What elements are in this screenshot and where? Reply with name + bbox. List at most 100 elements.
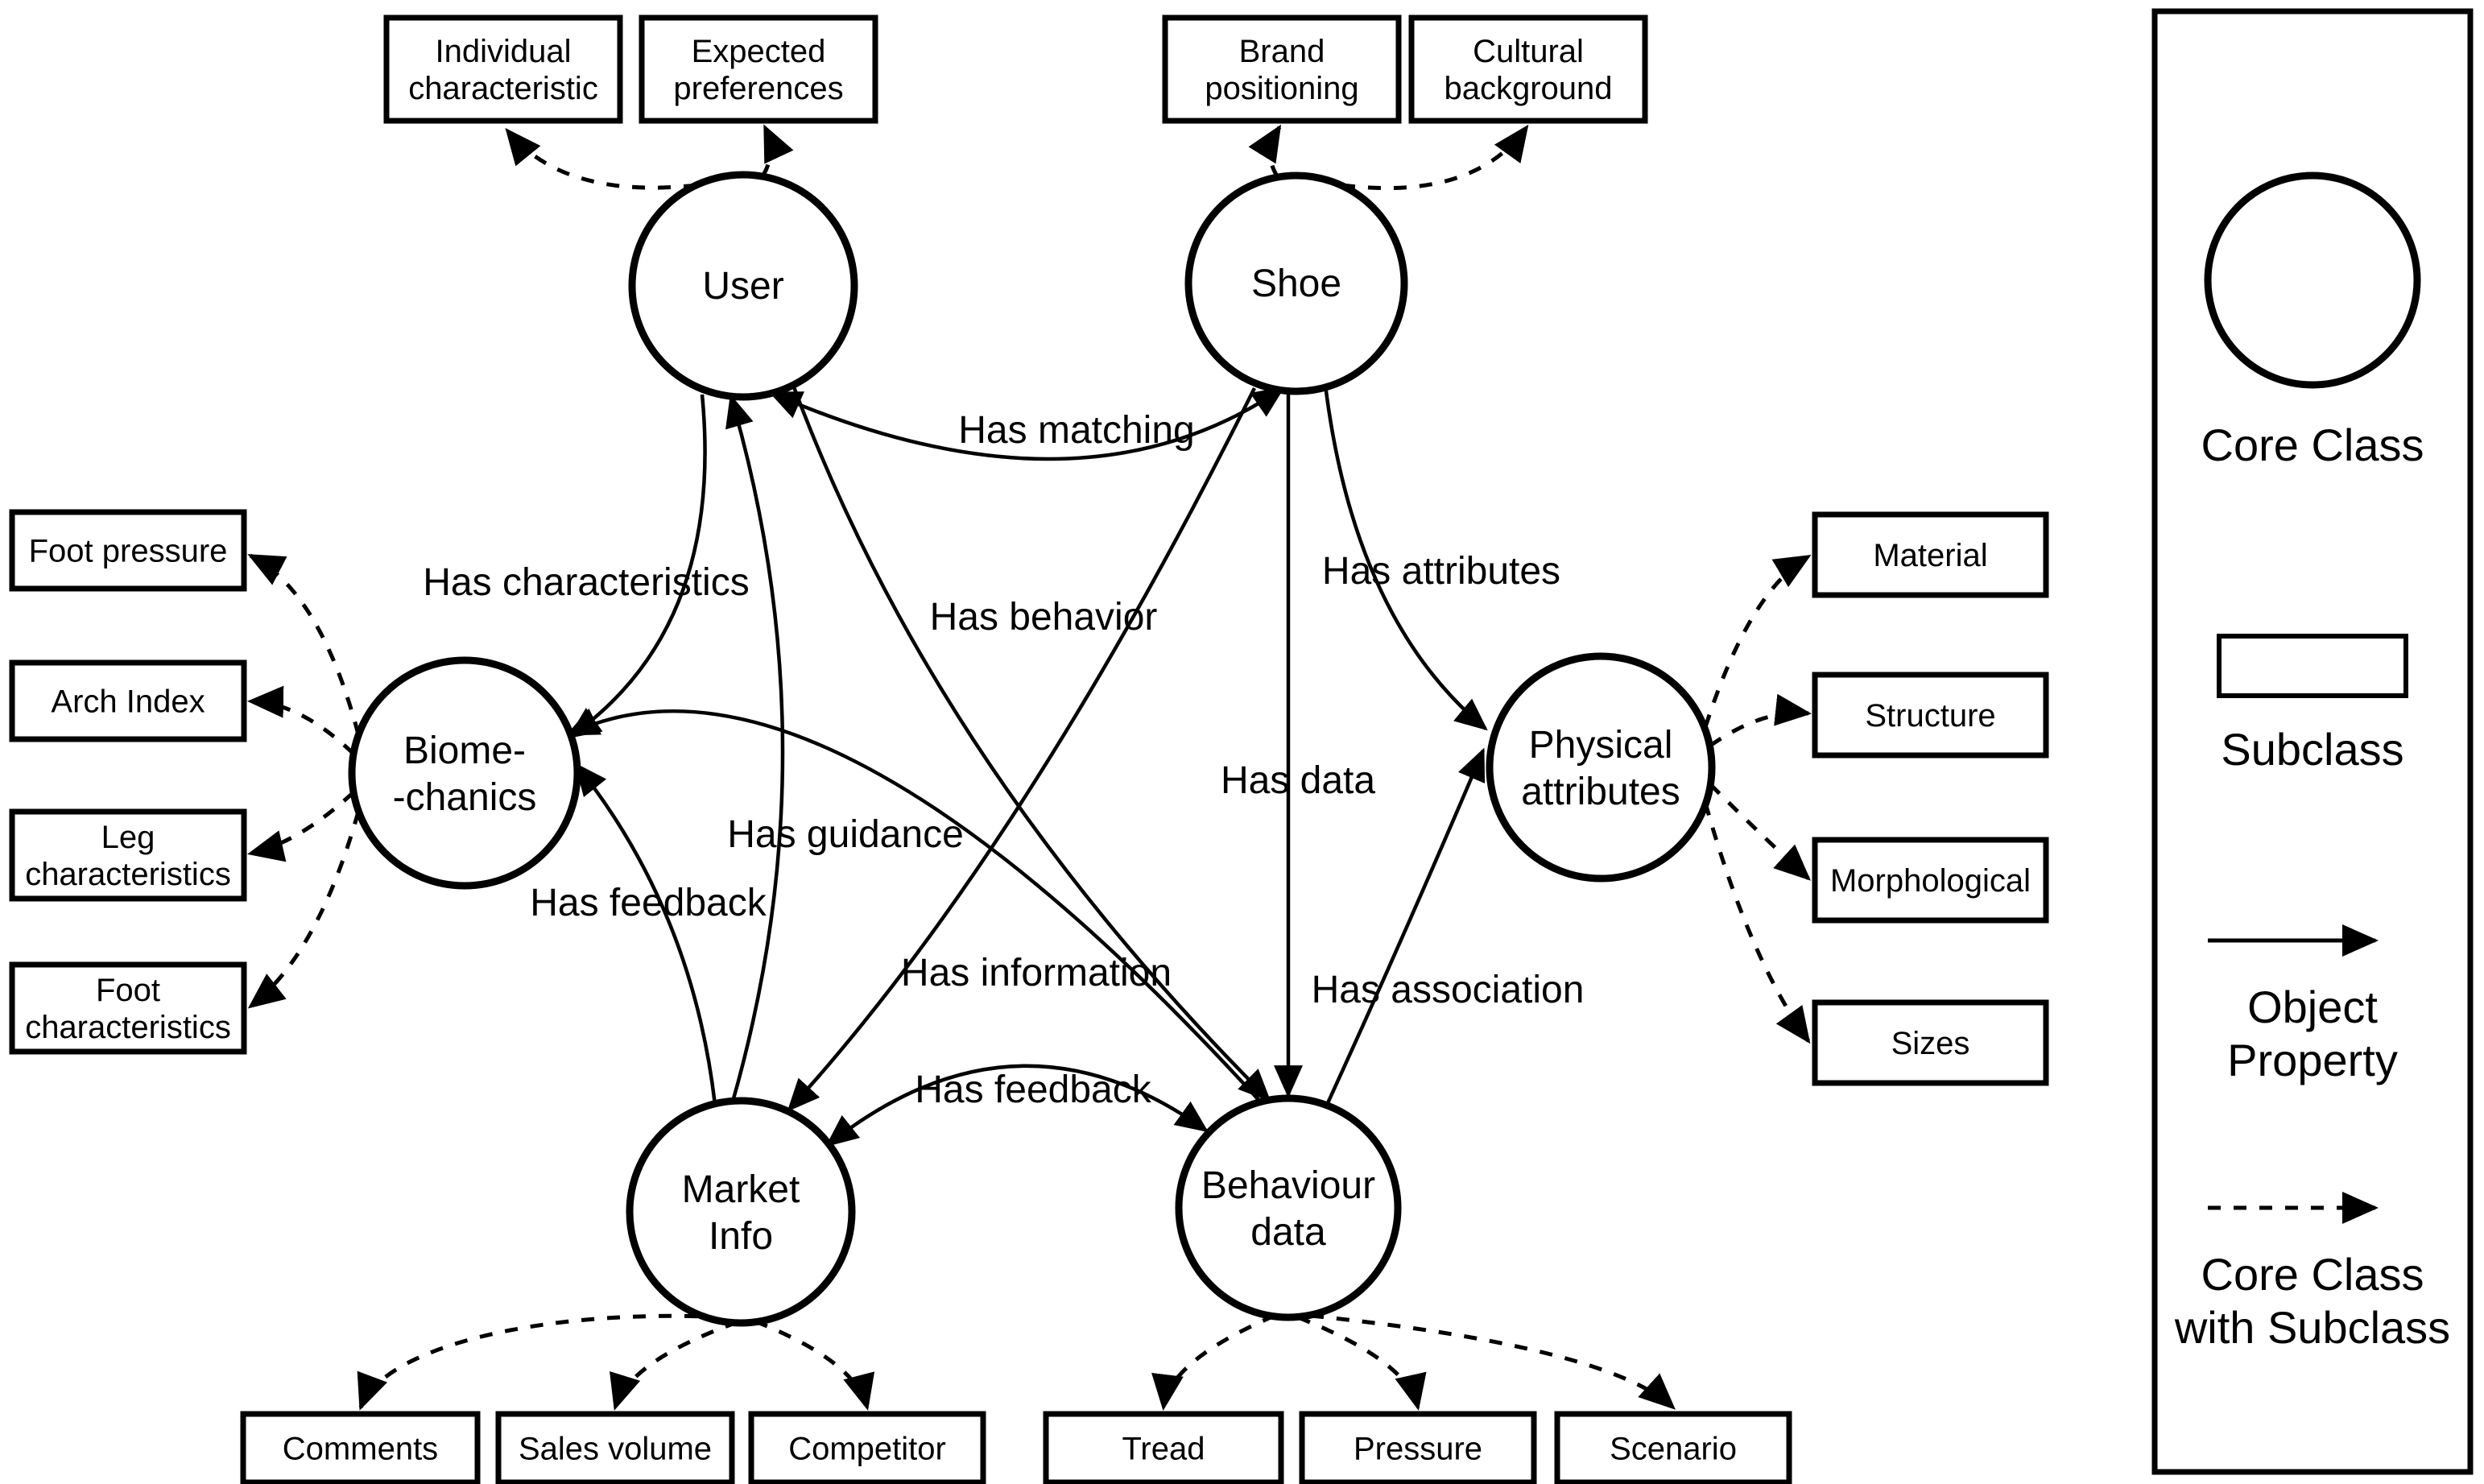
core-class-label-biomechanics: Biome- [403, 730, 526, 772]
subclass-box-competitor: Competitor [748, 1411, 986, 1484]
subclass-box-rect-cultural-background [1408, 14, 1648, 124]
edge-label-has-information: Has information [901, 952, 1172, 994]
legend-core-class-with-subclass-label: Core Class [2201, 1249, 2424, 1300]
subclass-box-rect-scenario [1554, 1411, 1792, 1484]
core-class-circle-market-info [626, 1097, 856, 1327]
link-biomechanics-to-foot-characteristics [247, 811, 361, 1009]
link-physical-to-sizes [1703, 802, 1811, 1044]
subclass-label-foot-characteristics: characteristics [25, 1010, 231, 1045]
edge-has-guidance [725, 394, 785, 1102]
subclass-box-rect-brand-positioning [1162, 14, 1402, 124]
core-class-user: User [628, 171, 858, 401]
core-class-label-physical-attributes: attributes [1521, 771, 1680, 813]
core-class-circle-behaviour-data [1175, 1094, 1402, 1321]
core-class-circle-physical-attributes [1486, 652, 1716, 883]
core-class-circle-biomechanics [348, 656, 581, 890]
edge-label-has-guidance: Has guidance [727, 813, 964, 856]
core-class-biomechanics: Biome--chanics [348, 656, 581, 890]
link-user-to-individual-characteristic [505, 127, 697, 190]
core-class-label-behaviour-data: Behaviour [1201, 1164, 1375, 1207]
object-property-edges [565, 384, 1488, 1147]
subclass-label-sales-volume: Sales volume [519, 1432, 712, 1467]
subclass-label-cultural-background: Cultural [1473, 34, 1584, 69]
subclass-label-scenario: Scenario [1610, 1432, 1737, 1467]
edge-label-has-association: Has association [1312, 969, 1585, 1011]
link-shoe-to-brand-positioning [1248, 124, 1282, 179]
edge-has-association [1325, 747, 1486, 1106]
edge-has-information [787, 387, 1257, 1112]
edge-behaviour-biomechanics-link [565, 708, 1262, 1103]
link-physical-to-material [1703, 554, 1812, 728]
core-class-label-market-info: Market [682, 1168, 800, 1211]
edge-label-has-characteristics: Has characteristics [423, 561, 749, 604]
core-class-label-market-info: Info [709, 1215, 773, 1258]
link-shoe-to-cultural-background [1341, 124, 1529, 191]
link-biomechanics-to-arch-index [247, 685, 355, 755]
link-market-to-comments [357, 1313, 724, 1411]
subclass-box-sales-volume: Sales volume [495, 1411, 735, 1484]
edge-label-has-data: Has data [1221, 759, 1375, 802]
subclass-label-leg-characteristics: Leg [101, 820, 155, 855]
subclass-label-comments: Comments [283, 1432, 438, 1467]
subclass-box-rect-sales-volume [495, 1411, 735, 1484]
edge-label-has-attributes: Has attributes [1322, 550, 1560, 593]
legend-subclass-rect [2217, 634, 2408, 698]
legend-object-property-label: Object [2247, 982, 2378, 1032]
subclass-links [247, 124, 1812, 1411]
subclass-label-competitor: Competitor [788, 1432, 946, 1467]
link-behaviour-to-pressure [1297, 1315, 1427, 1411]
edge-has-feedback-bio [574, 763, 717, 1106]
core-class-circle-user [628, 171, 858, 401]
subclass-label-pressure: Pressure [1354, 1432, 1482, 1467]
subclass-box-pressure: Pressure [1299, 1411, 1537, 1484]
link-behaviour-to-scenario [1310, 1313, 1676, 1410]
subclass-box-comments: Comments [240, 1411, 481, 1484]
subclass-label-cultural-background: background [1444, 71, 1612, 106]
subclass-label-expected-preferences: Expected [692, 34, 826, 69]
subclass-box-rect-expected-preferences [639, 14, 878, 124]
subclass-label-arch-index: Arch Index [51, 684, 205, 720]
core-class-label-biomechanics: -chanics [393, 776, 537, 819]
subclass-box-rect-morphological [1812, 837, 2049, 924]
edge-label-has-feedback-market: Has feedback [915, 1069, 1152, 1111]
subclass-label-sizes: Sizes [1891, 1026, 1970, 1061]
subclass-label-individual-characteristic: Individual [435, 34, 571, 69]
edge-has-behavior [791, 384, 1271, 1102]
core-class-label-user: User [702, 265, 783, 308]
subclass-box-rect-pressure [1299, 1411, 1537, 1484]
legend-object-property-label: Property [2227, 1035, 2398, 1085]
legend-core-class-with-subclass-label: with Subclass [2174, 1302, 2450, 1353]
subclass-label-leg-characteristics: characteristics [25, 857, 231, 892]
subclass-label-tread: Tread [1122, 1432, 1205, 1467]
subclass-box-rect-foot-characteristics [9, 961, 247, 1055]
subclass-box-rect-individual-characteristic [383, 14, 623, 124]
link-biomechanics-to-foot-pressure [247, 553, 361, 735]
subclass-box-morphological: Morphological [1812, 837, 2049, 924]
subclass-box-rect-foot-pressure [9, 509, 247, 592]
subclass-label-brand-positioning: Brand [1239, 34, 1325, 69]
subclass-box-tread: Tread [1043, 1411, 1284, 1484]
link-market-to-competitor [754, 1319, 875, 1411]
subclass-box-scenario: Scenario [1554, 1411, 1792, 1484]
edge-has-characteristics [568, 394, 707, 739]
core-class-label-shoe: Shoe [1251, 262, 1341, 305]
legend-subclass-label: Subclass [2221, 724, 2403, 775]
core-class-label-behaviour-data: data [1250, 1211, 1326, 1254]
subclass-box-structure: Structure [1812, 672, 2049, 759]
subclass-label-structure: Structure [1865, 698, 1995, 734]
edge-has-feedback-market [825, 1064, 1209, 1147]
link-behaviour-to-tread [1151, 1313, 1275, 1411]
